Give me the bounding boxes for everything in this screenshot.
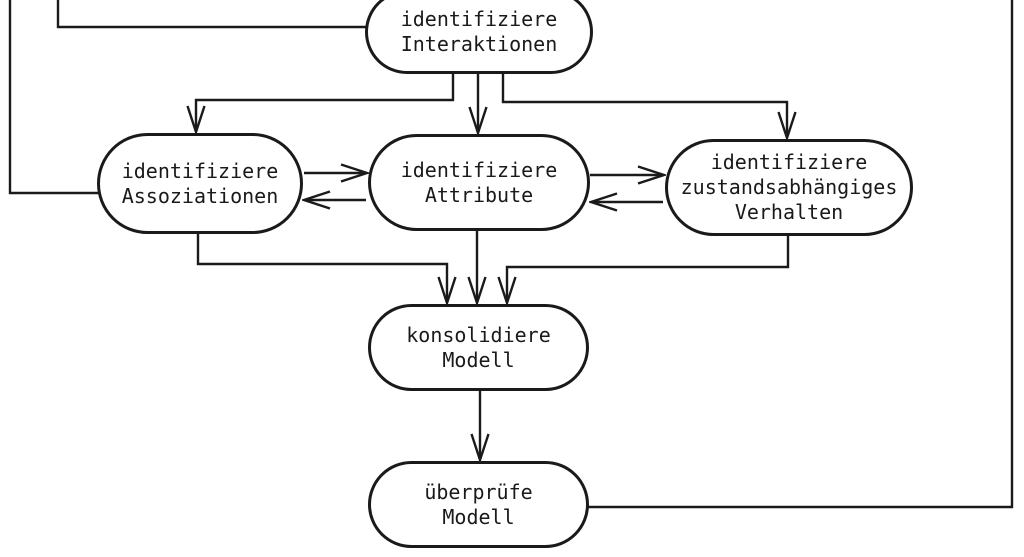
- feedback-line-left-inner-to-interaktionen: [56, 0, 368, 29]
- node-label-line: identifiziere: [710, 150, 868, 174]
- node-konsolidiere-modell: konsolidiere Modell: [368, 304, 589, 391]
- node-label-line: Verhalten: [734, 200, 844, 224]
- node-identifiziere-interaktionen: identifiziere Interaktionen: [365, 0, 593, 74]
- node-identifiziere-attribute: identifiziere Attribute: [368, 134, 590, 231]
- node-label-line: Attribute: [424, 182, 534, 207]
- edge-interaktionen-to-assoziationen: [196, 72, 455, 131]
- node-ueberpruefe-modell: überprüfe Modell: [368, 461, 589, 548]
- edge-assoziationen-to-konsolidiere: [196, 233, 447, 302]
- node-label-line: Modell: [442, 504, 515, 529]
- node-identifiziere-zustandsabhaengiges-verhalten: identifiziere zustandsabhängiges Verhalt…: [665, 139, 913, 236]
- node-label-line: Modell: [442, 347, 515, 372]
- node-label-line: Assoziationen: [121, 183, 279, 208]
- node-label-line: zustandsabhängiges: [680, 175, 898, 199]
- node-label-line: Interaktionen: [400, 32, 558, 56]
- feedback-line-left-outer-to-assoziationen: [8, 0, 99, 195]
- edge-interaktionen-to-zustandsabhaengiges: [501, 72, 787, 137]
- node-label-line: identifiziere: [400, 157, 558, 182]
- node-label-line: überprüfe: [424, 479, 533, 504]
- edge-zustandsabhaengiges-to-konsolidiere: [507, 235, 790, 302]
- node-identifiziere-assoziationen: identifiziere Assoziationen: [97, 133, 303, 234]
- node-label-line: identifiziere: [121, 158, 279, 183]
- feedback-line-right-from-ueberpruefe: [588, 0, 1014, 509]
- node-label-line: identifiziere: [400, 7, 558, 31]
- node-label-line: konsolidiere: [406, 322, 551, 347]
